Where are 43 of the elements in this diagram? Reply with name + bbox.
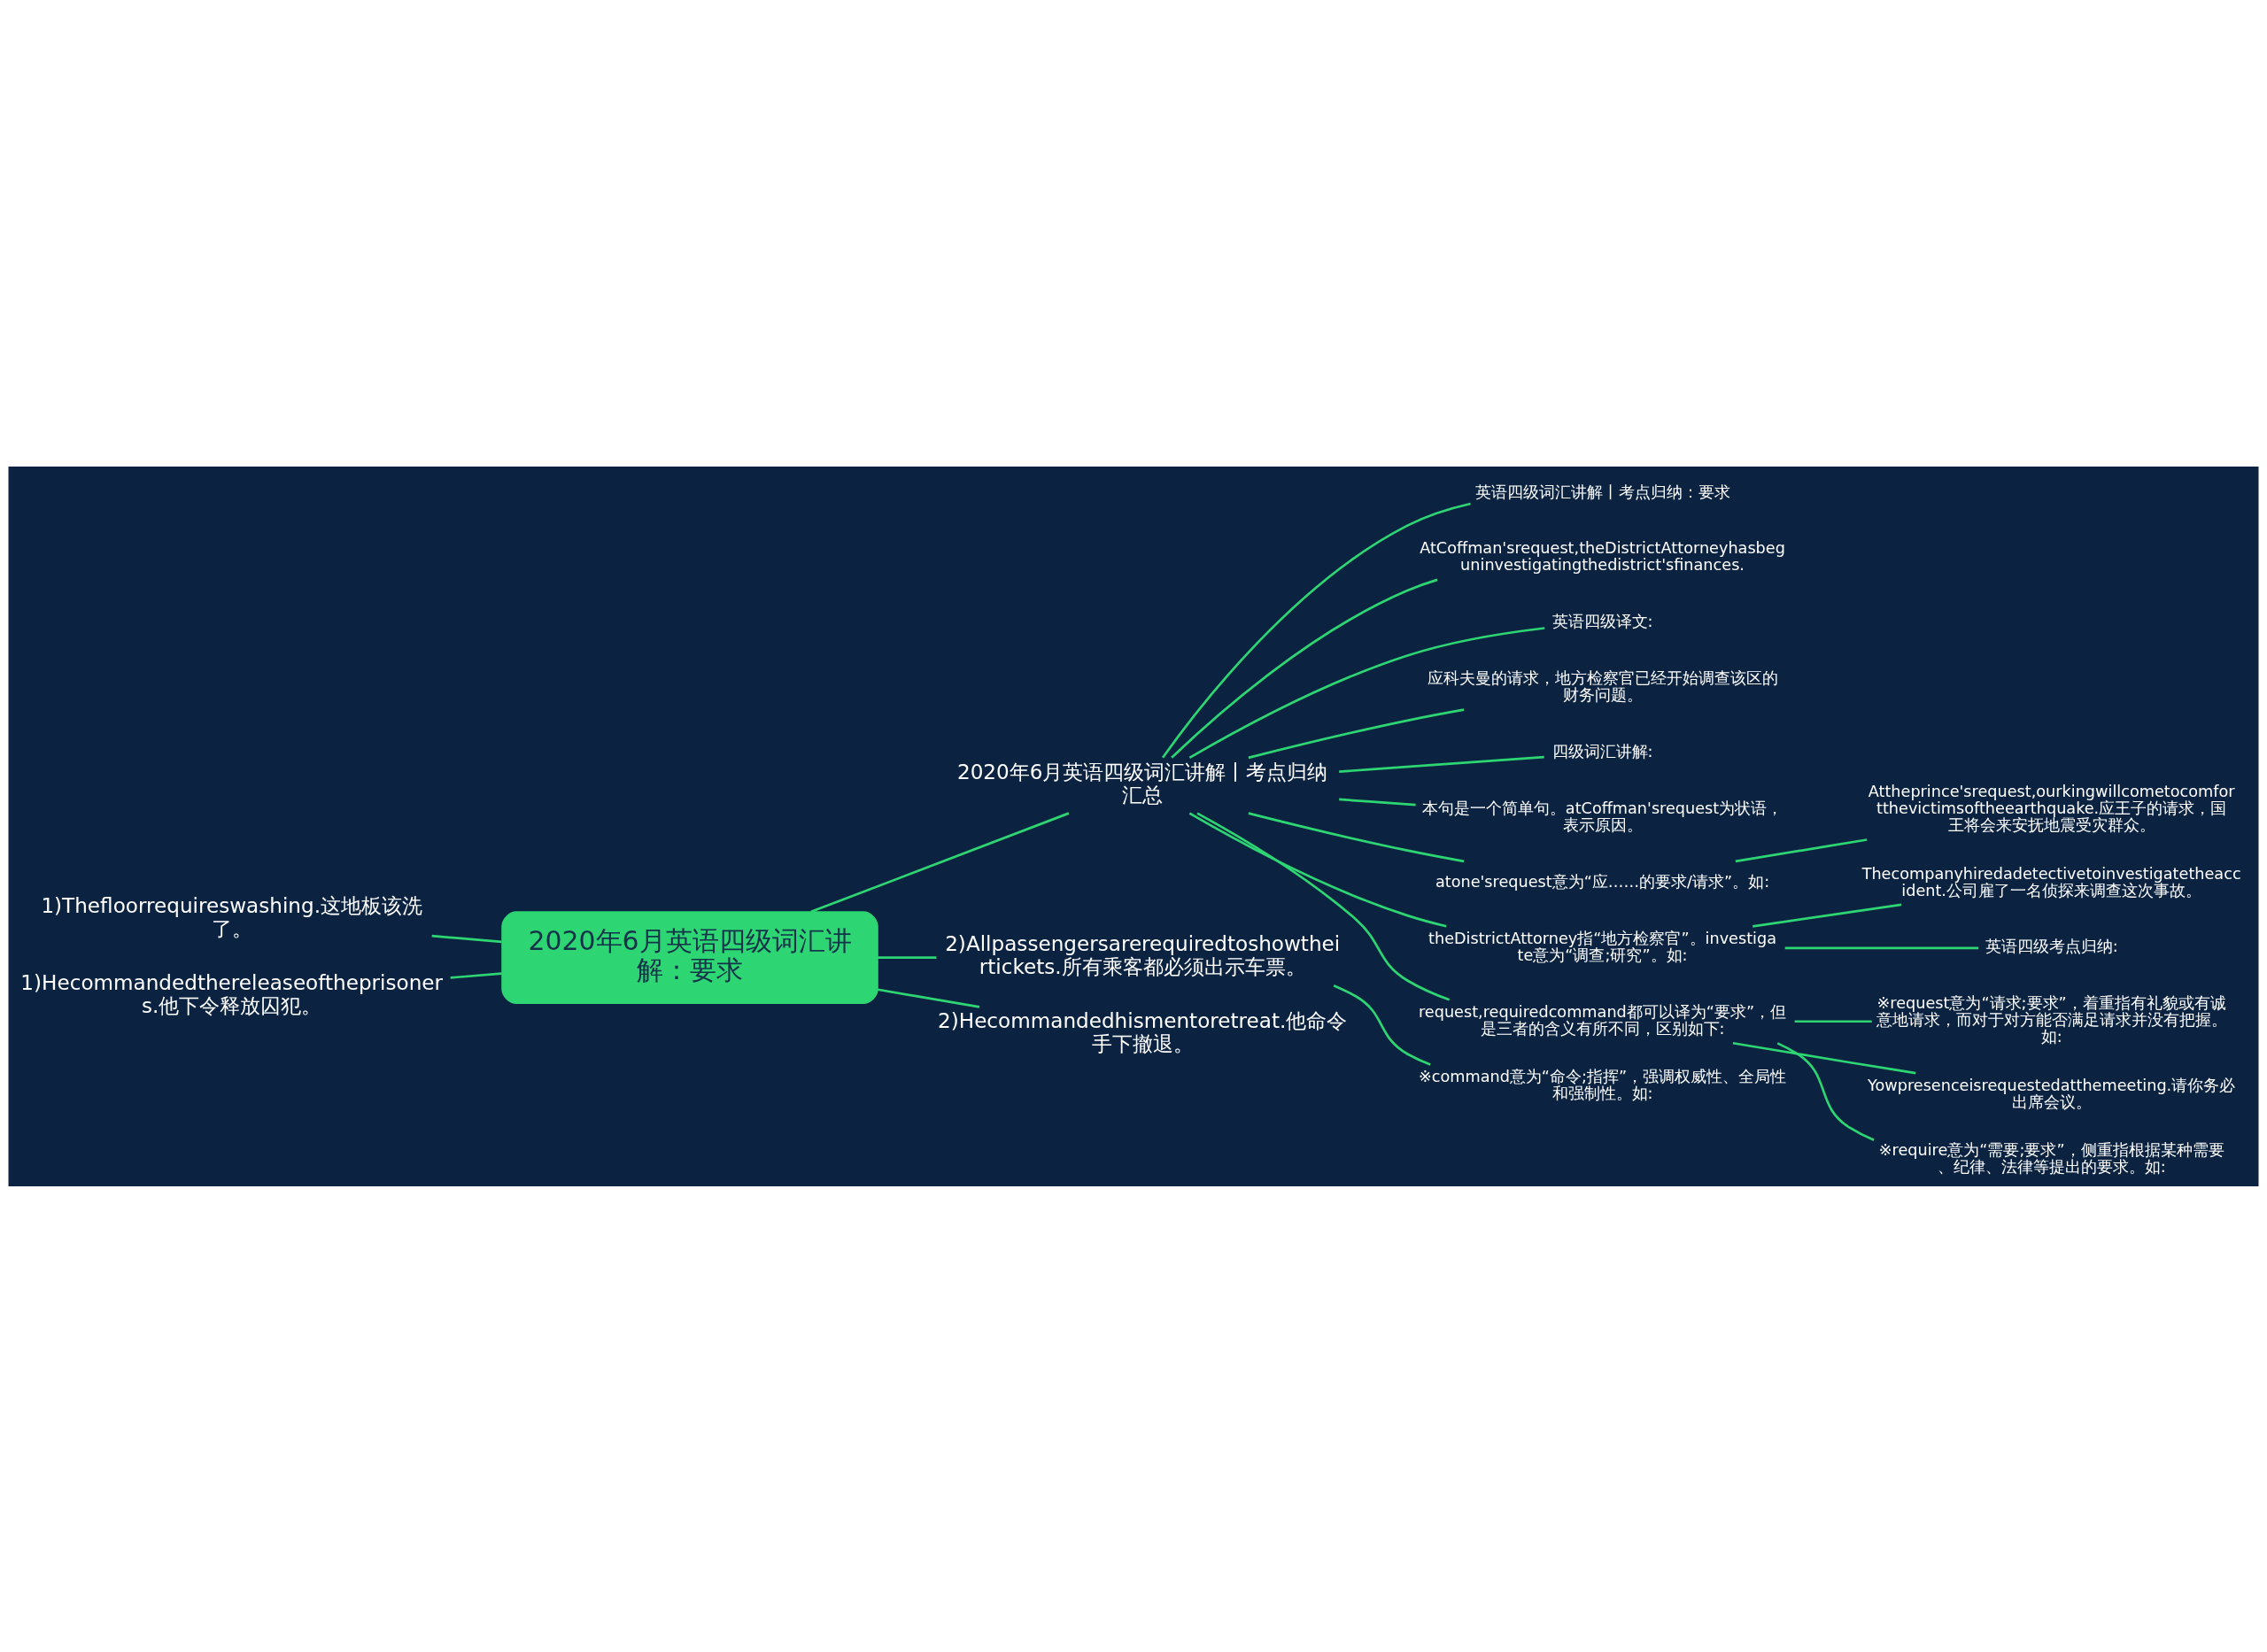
node-text: 英语四级词汇讲解丨考点归纳：要求 [1474,482,1730,501]
node-text: atone'srequest意为“应……的要求/请求”。如: [1435,872,1770,891]
node-text: ※command意为“命令;指挥”，强调权威性、全局性和强制性。如: [1418,1067,1787,1102]
connector [810,811,1070,913]
node-text: 2)Allpassengersarerequiredtoshowtheirtickets.所有乘客都必须出示车票。 [945,931,1341,978]
connector [1333,984,1431,1066]
node-text: AtCoffman'srequest,theDistrictAttorneyhasbeguninvestigatingthedistrict'sfinances. [1420,538,1785,574]
node-text: Thecompanyhiredadetectivetoinvestigatetheaccident.公司雇了一名侦探来调查这次事故。 [1861,864,2241,899]
connector [1776,1041,1875,1141]
connector [1735,838,1868,862]
node-text: 2020年6月英语四级词汇讲解丨考点归纳汇总 [956,760,1328,807]
node-text: 本句是一个简单句。atCoffman'srequest为状语，表示原因。 [1421,799,1783,834]
node-text: 1)Hecommandedthereleaseoftheprisoners.他下令释放囚犯。 [20,970,444,1017]
node-text: 英语四级考点归纳: [1985,937,2118,955]
connector [1752,903,1902,928]
connector [1794,1019,1872,1023]
connector [1248,811,1465,862]
node-text: request,requiredcommand都可以译为“要求”，但是三者的含义有所不同，区别如下: [1418,1002,1787,1038]
node-text: theDistrictAttorney指“地方检察官”。investigate意为“调查;研究”。如: [1428,929,1777,964]
connector [878,987,980,1008]
node-text: Yowpresenceisrequestedatthemeeting.请你务必出席会议。 [1868,1076,2236,1111]
connector [1248,707,1465,759]
connector [1339,755,1544,773]
node-text: 1)Thefloorrequireswashing.这地板该洗了。 [41,893,423,940]
connector [450,971,502,979]
connector [1339,798,1416,806]
connector [1171,578,1438,759]
connector [878,955,937,959]
connector [1188,626,1545,759]
node-text: 应科夫曼的请求，地方检察官已经开始调查该区的财务问题。 [1427,668,1778,704]
node-text: ※request意为“请求;要求”，着重指有礼貌或有诚意地请求，而对于对方能否满足请求并没有把握。如: [1876,993,2227,1046]
connector [1188,812,1447,928]
connector [1196,811,1451,1000]
node-text: 英语四级译文: [1551,612,1653,630]
node-text: 2)Hecommandedhismentoretreat.他命令手下撤退。 [938,1008,1348,1055]
connector [1161,502,1471,758]
connector [1732,1041,1916,1075]
connector [431,934,502,943]
node-text: ※require意为“需要;要求”，侧重指根据某种需要、纪律、法律等提出的要求。如: [1878,1140,2224,1176]
node-text: 四级词汇讲解: [1551,742,1653,760]
connector [1784,946,1979,949]
node-box: 2020年6月英语四级词汇讲解：要求 [501,910,878,1004]
node-text: Attheprince'srequest,ourkingwillcometocomfortthevictimsoftheearthquake.应王子的请求，国王将会来安抚地震受灾群众。 [1868,782,2235,834]
